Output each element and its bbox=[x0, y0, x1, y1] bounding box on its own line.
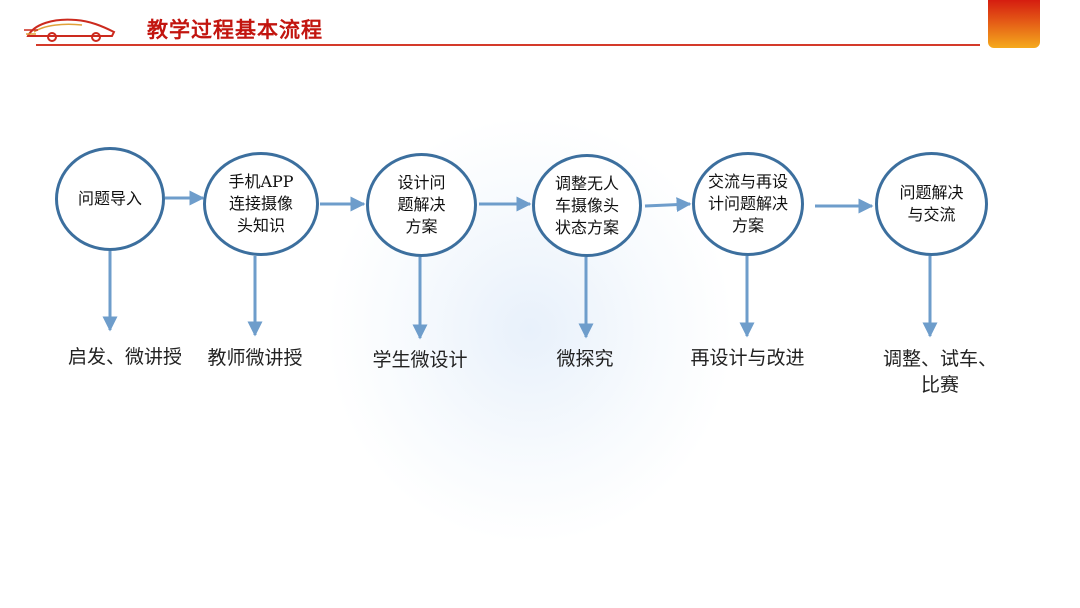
header-divider bbox=[36, 44, 980, 46]
flow-step-label: 交流与再设 计问题解决 方案 bbox=[707, 172, 788, 235]
corner-decoration bbox=[988, 0, 1040, 48]
flow-step-3-caption: 学生微设计 bbox=[372, 349, 468, 371]
flow-step-4-caption: 微探究 bbox=[556, 348, 614, 370]
arrow-step4-to-step5 bbox=[644, 197, 692, 213]
flow-step-2-caption: 教师微讲授 bbox=[207, 347, 303, 369]
flow-step-label: 问题导入 bbox=[77, 189, 142, 208]
flow-step-5-caption: 再设计与改进 bbox=[690, 347, 805, 369]
car-logo-icon bbox=[24, 18, 116, 42]
flow-step-3: 设计问 题解决 方案 bbox=[366, 153, 477, 257]
flow-step-label: 调整无人 车摄像头 状态方案 bbox=[554, 173, 619, 237]
flow-step-label: 问题解决 与交流 bbox=[899, 183, 964, 224]
flow-step-1-caption: 启发、微讲授 bbox=[67, 346, 182, 368]
flow-step-4: 调整无人 车摄像头 状态方案 bbox=[532, 154, 642, 257]
page-title: 教学过程基本流程 bbox=[147, 18, 323, 42]
flow-step-label: 设计问 题解决 方案 bbox=[397, 173, 446, 236]
flow-step-label: 手机APP 连接摄像 头知识 bbox=[228, 172, 294, 235]
flow-step-6: 问题解决 与交流 bbox=[875, 152, 988, 256]
flow-step-5: 交流与再设 计问题解决 方案 bbox=[692, 152, 804, 256]
flow-step-2: 手机APP 连接摄像 头知识 bbox=[203, 152, 319, 256]
flow-step-6-caption: 调整、试车、 比赛 bbox=[882, 348, 997, 396]
flow-step-1: 问题导入 bbox=[55, 147, 165, 251]
